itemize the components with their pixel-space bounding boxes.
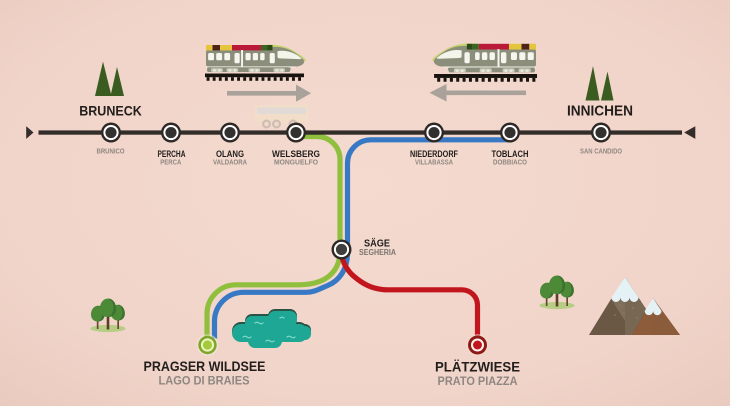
svg-text:PRATO PIAZZA: PRATO PIAZZA [438, 374, 518, 388]
svg-text:TOBLACH: TOBLACH [492, 149, 529, 159]
svg-text:PERCA: PERCA [160, 160, 181, 167]
svg-text:SÄGE: SÄGE [364, 237, 390, 250]
svg-text:NIEDERDORF: NIEDERDORF [410, 149, 459, 159]
svg-text:WELSBERG: WELSBERG [272, 149, 320, 159]
svg-text:MONGUELFO: MONGUELFO [274, 160, 319, 167]
svg-text:PRAGSER WILDSEE: PRAGSER WILDSEE [144, 358, 266, 374]
svg-text:PLÄTZWIESE: PLÄTZWIESE [435, 359, 520, 375]
svg-text:LAGO DI BRAIES: LAGO DI BRAIES [159, 374, 250, 388]
svg-text:SEGHERIA: SEGHERIA [359, 248, 396, 257]
svg-text:VALDAORA: VALDAORA [213, 160, 247, 167]
svg-text:INNICHEN: INNICHEN [567, 104, 633, 120]
svg-text:VILLABASSA: VILLABASSA [415, 160, 453, 167]
svg-text:DOBBIACO: DOBBIACO [493, 160, 527, 167]
svg-text:BRUNICO: BRUNICO [97, 147, 125, 156]
svg-text:SAN CANDIDO: SAN CANDIDO [580, 147, 622, 156]
svg-text:OLANG: OLANG [216, 149, 244, 159]
svg-text:PERCHA: PERCHA [158, 149, 186, 159]
svg-text:BRUNECK: BRUNECK [79, 103, 142, 119]
